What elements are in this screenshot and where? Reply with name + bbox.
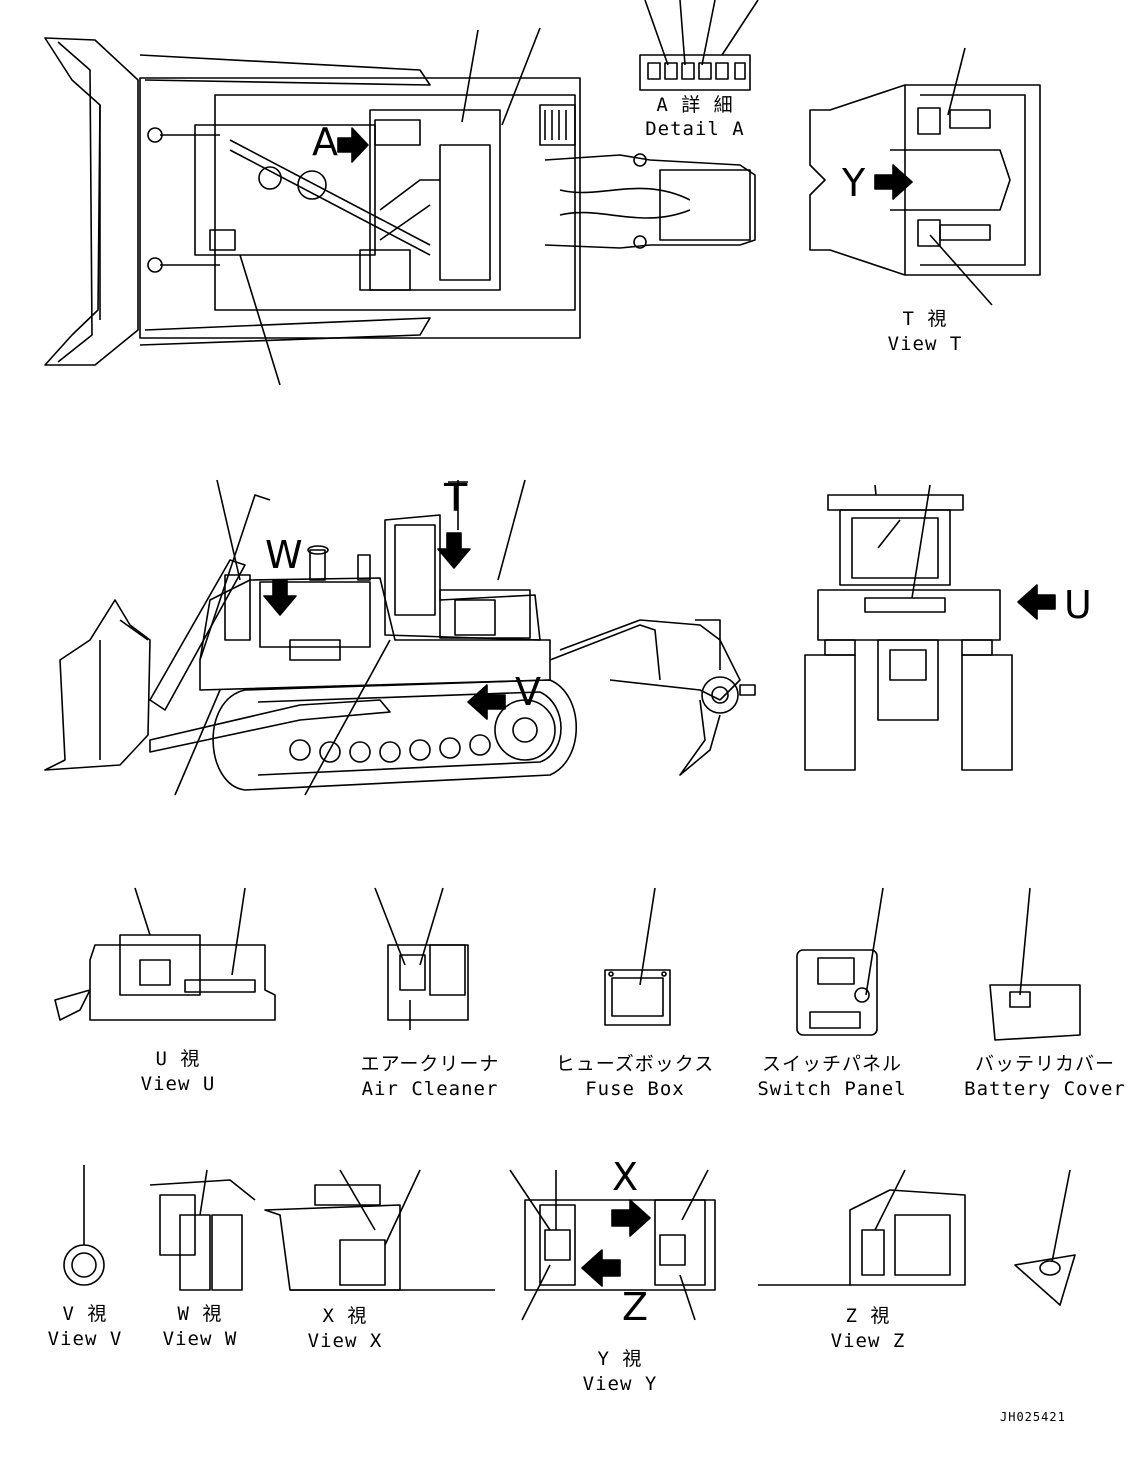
fuse-box-label-jp: ヒューズボックス (555, 1053, 715, 1075)
top-view-dozer (44, 27, 756, 386)
drawing-code: JH025421 (1000, 1410, 1066, 1424)
marker-u: U (1064, 583, 1092, 627)
view-y-label-jp: Y 視 (597, 1348, 643, 1370)
arrow-w-icon (263, 579, 297, 616)
arrow-z-icon (581, 1249, 621, 1287)
detail-a-label-en: Detail A (645, 118, 745, 140)
view-u-label-en: View U (140, 1073, 216, 1095)
view-w-label-en: View W (162, 1328, 238, 1350)
view-v-label-jp: V 視 (62, 1303, 108, 1325)
arrow-t-icon (437, 532, 471, 569)
view-w-drawing (149, 1169, 256, 1291)
view-z-label-en: View Z (830, 1330, 906, 1352)
view-t-label-jp: T 視 (902, 308, 948, 330)
fuse-box-label-en: Fuse Box (585, 1078, 685, 1100)
arrow-y-icon (874, 164, 913, 200)
arrow-x-icon (611, 1199, 651, 1237)
battery-cover-drawing (989, 887, 1081, 1041)
view-t-drawing (809, 47, 1041, 306)
view-u-drawing (54, 887, 276, 1021)
side-view-dozer (44, 479, 756, 796)
arrow-u-icon (1017, 584, 1056, 620)
marker-w: W (265, 533, 303, 577)
marker-z: Z (622, 1285, 649, 1329)
switch-panel-drawing (796, 887, 884, 1036)
view-x-drawing (264, 1169, 495, 1291)
fuse-box-drawing (604, 887, 671, 1026)
arrow-a-icon (337, 127, 369, 163)
view-y-label-en: View Y (582, 1373, 658, 1395)
view-x-label-jp: X 視 (322, 1305, 368, 1327)
switch-panel-label-en: Switch Panel (757, 1078, 907, 1100)
marker-t: T (444, 476, 468, 520)
view-w-label-jp: W 視 (177, 1303, 223, 1325)
air-cleaner-label-jp: エアークリーナ (360, 1053, 500, 1075)
battery-cover-label-jp: バッテリカバー (974, 1053, 1115, 1075)
view-z-drawing (758, 1169, 966, 1286)
view-x-label-en: View X (307, 1330, 383, 1352)
detail-a-drawing (639, 0, 759, 91)
decal-drawing (1014, 1169, 1076, 1306)
switch-panel-label-jp: スイッチパネル (761, 1053, 902, 1075)
marker-a: A (312, 120, 338, 164)
view-v-label-en: View V (47, 1328, 123, 1350)
battery-cover-label-en: Battery Cover (964, 1078, 1126, 1100)
marker-x: X (612, 1155, 639, 1199)
marker-v: V (515, 670, 541, 714)
detail-a-label-jp: A 詳 細 (656, 94, 734, 116)
view-t-label-en: View T (887, 333, 963, 355)
rear-view-dozer (804, 484, 1013, 771)
marker-y: Y (842, 161, 866, 205)
arrow-v-icon (467, 684, 506, 720)
view-y-drawing (509, 1169, 716, 1321)
air-cleaner-label-en: Air Cleaner (361, 1078, 499, 1100)
air-cleaner-drawing (374, 887, 469, 1030)
view-v-drawing (63, 1165, 105, 1286)
view-z-label-jp: Z 視 (845, 1305, 891, 1327)
view-u-label-jp: U 視 (155, 1048, 201, 1070)
